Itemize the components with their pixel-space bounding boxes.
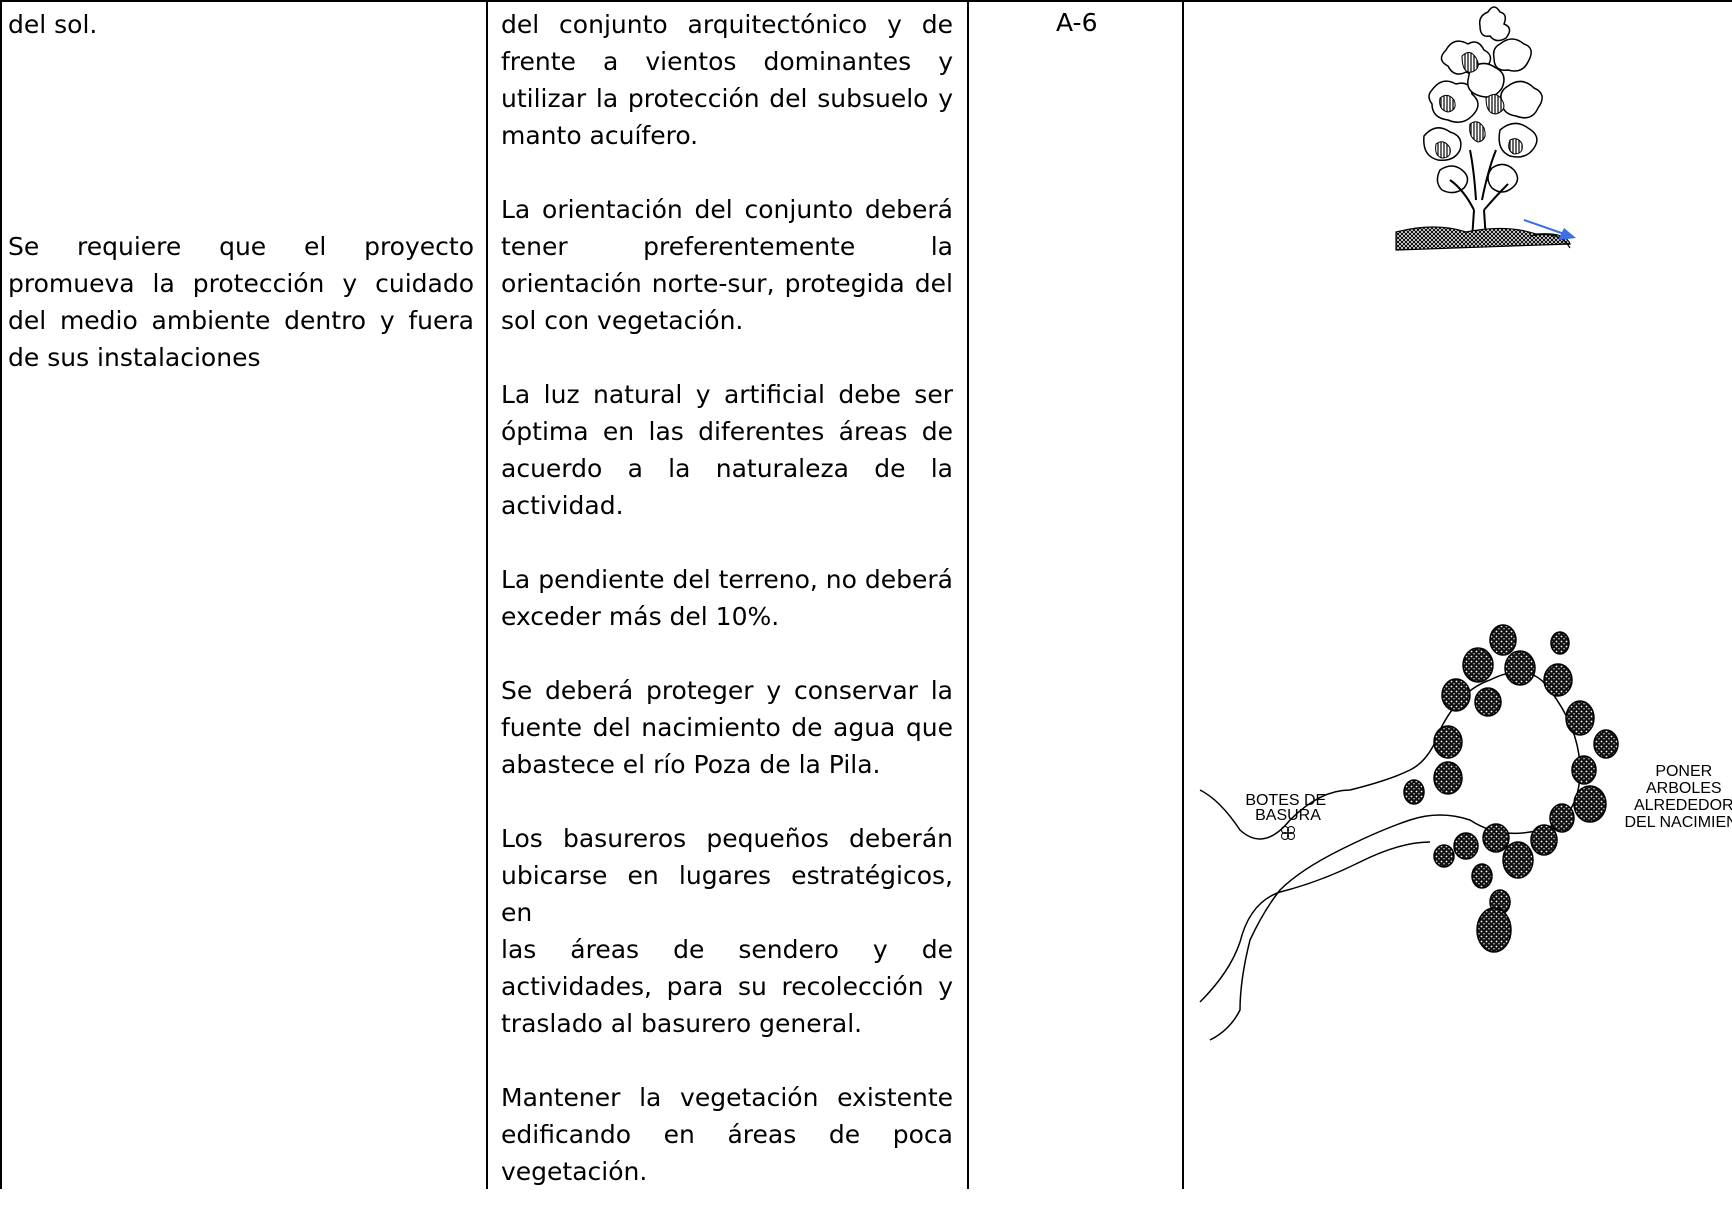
text-line: fuente del nacimiento de agua que xyxy=(501,713,953,742)
criteria-paragraph-5: Se deberá proteger y conservar la fuente… xyxy=(501,672,953,783)
column-divider-1 xyxy=(486,0,488,1189)
table-left-border xyxy=(0,0,2,1189)
text-line: La orientación del conjunto deberá xyxy=(501,195,953,224)
tree-elevation xyxy=(1395,6,1576,251)
text-line: Se requiere que el proyecto xyxy=(8,232,474,261)
criteria-paragraph-1: del conjunto arquitectónico y de frente … xyxy=(501,6,953,154)
text-line: tener preferentemente la xyxy=(501,232,953,261)
text-line: La pendiente del terreno, no deberá xyxy=(501,565,953,594)
text-line: acuerdo a la naturaleza de la xyxy=(501,454,953,483)
text-line: vegetación. xyxy=(501,1157,648,1186)
reference-code: A-6 xyxy=(1056,8,1098,37)
criteria-cell: del conjunto arquitectónico y de frente … xyxy=(501,6,953,1227)
text-line: Los basureros pequeños deberán xyxy=(501,824,953,853)
text-line: manto acuífero. xyxy=(501,121,699,150)
spring-plan: BOTES DE BASURA PONER ARBOLES ALREDEDOR … xyxy=(1199,624,1732,1041)
text-line: orientación norte-sur, protegida del xyxy=(501,269,953,298)
arrow-icon xyxy=(1558,228,1576,240)
text-line: La luz natural y artificial debe ser xyxy=(501,380,953,409)
criteria-paragraph-6: Los basureros pequeños deberán ubicarse … xyxy=(501,820,953,1042)
column-divider-2 xyxy=(967,0,969,1189)
text-line: de sus instalaciones xyxy=(8,343,261,372)
cell-text-top: del sol. xyxy=(8,10,98,39)
text-line: sol con vegetación. xyxy=(501,306,744,335)
table-top-border xyxy=(0,0,1732,2)
column-divider-3 xyxy=(1182,0,1184,1189)
criteria-paragraph-4: La pendiente del terreno, no deberá exce… xyxy=(501,561,953,635)
text-line: ubicarse en lugares estratégicos, en xyxy=(501,861,953,927)
criteria-paragraph-2: La orientación del conjunto deberá tener… xyxy=(501,191,953,339)
text-line: actividad. xyxy=(501,491,624,520)
text-line: utilizar la protección del subsuelo y xyxy=(501,84,953,113)
text-line: del conjunto arquitectónico y de xyxy=(501,10,953,39)
text-line: óptima en las diferentes áreas de xyxy=(501,417,953,446)
document-table: del sol. Se requiere que el proyecto pro… xyxy=(0,0,1732,1189)
requirement-paragraph: Se requiere que el proyecto promueva la … xyxy=(8,228,474,376)
text-line: Mantener la vegetación existente xyxy=(501,1083,953,1112)
text-line: traslado al basurero general. xyxy=(501,1009,863,1038)
text-line: abastece el río Poza de la Pila. xyxy=(501,750,881,779)
text-line: exceder más del 10%. xyxy=(501,602,780,631)
trees-label: PONER ARBOLES ALREDEDOR DEL NACIMIENT xyxy=(1625,763,1732,831)
text-line: edificando en áreas de poca xyxy=(501,1120,953,1149)
text-line: promueva la protección y cuidado xyxy=(8,269,474,298)
requirement-cell: del sol. Se requiere que el proyecto pro… xyxy=(8,6,474,376)
text-line: frente a vientos dominantes y xyxy=(501,47,953,76)
bins-label: BOTES DE BASURA xyxy=(1245,792,1330,824)
text-line: del medio ambiente dentro y fuera xyxy=(8,306,474,335)
illustration-panel: BOTES DE BASURA PONER ARBOLES ALREDEDOR … xyxy=(1199,6,1732,1041)
criteria-paragraph-7: Mantener la vegetación existente edifica… xyxy=(501,1079,953,1190)
text-line: las áreas de sendero y de xyxy=(501,935,953,964)
text-line: Se deberá proteger y conservar la xyxy=(501,676,953,705)
criteria-paragraph-3: La luz natural y artificial debe ser ópt… xyxy=(501,376,953,524)
text-line: actividades, para su recolección y xyxy=(501,972,953,1001)
trash-bin-icon xyxy=(1281,826,1295,840)
